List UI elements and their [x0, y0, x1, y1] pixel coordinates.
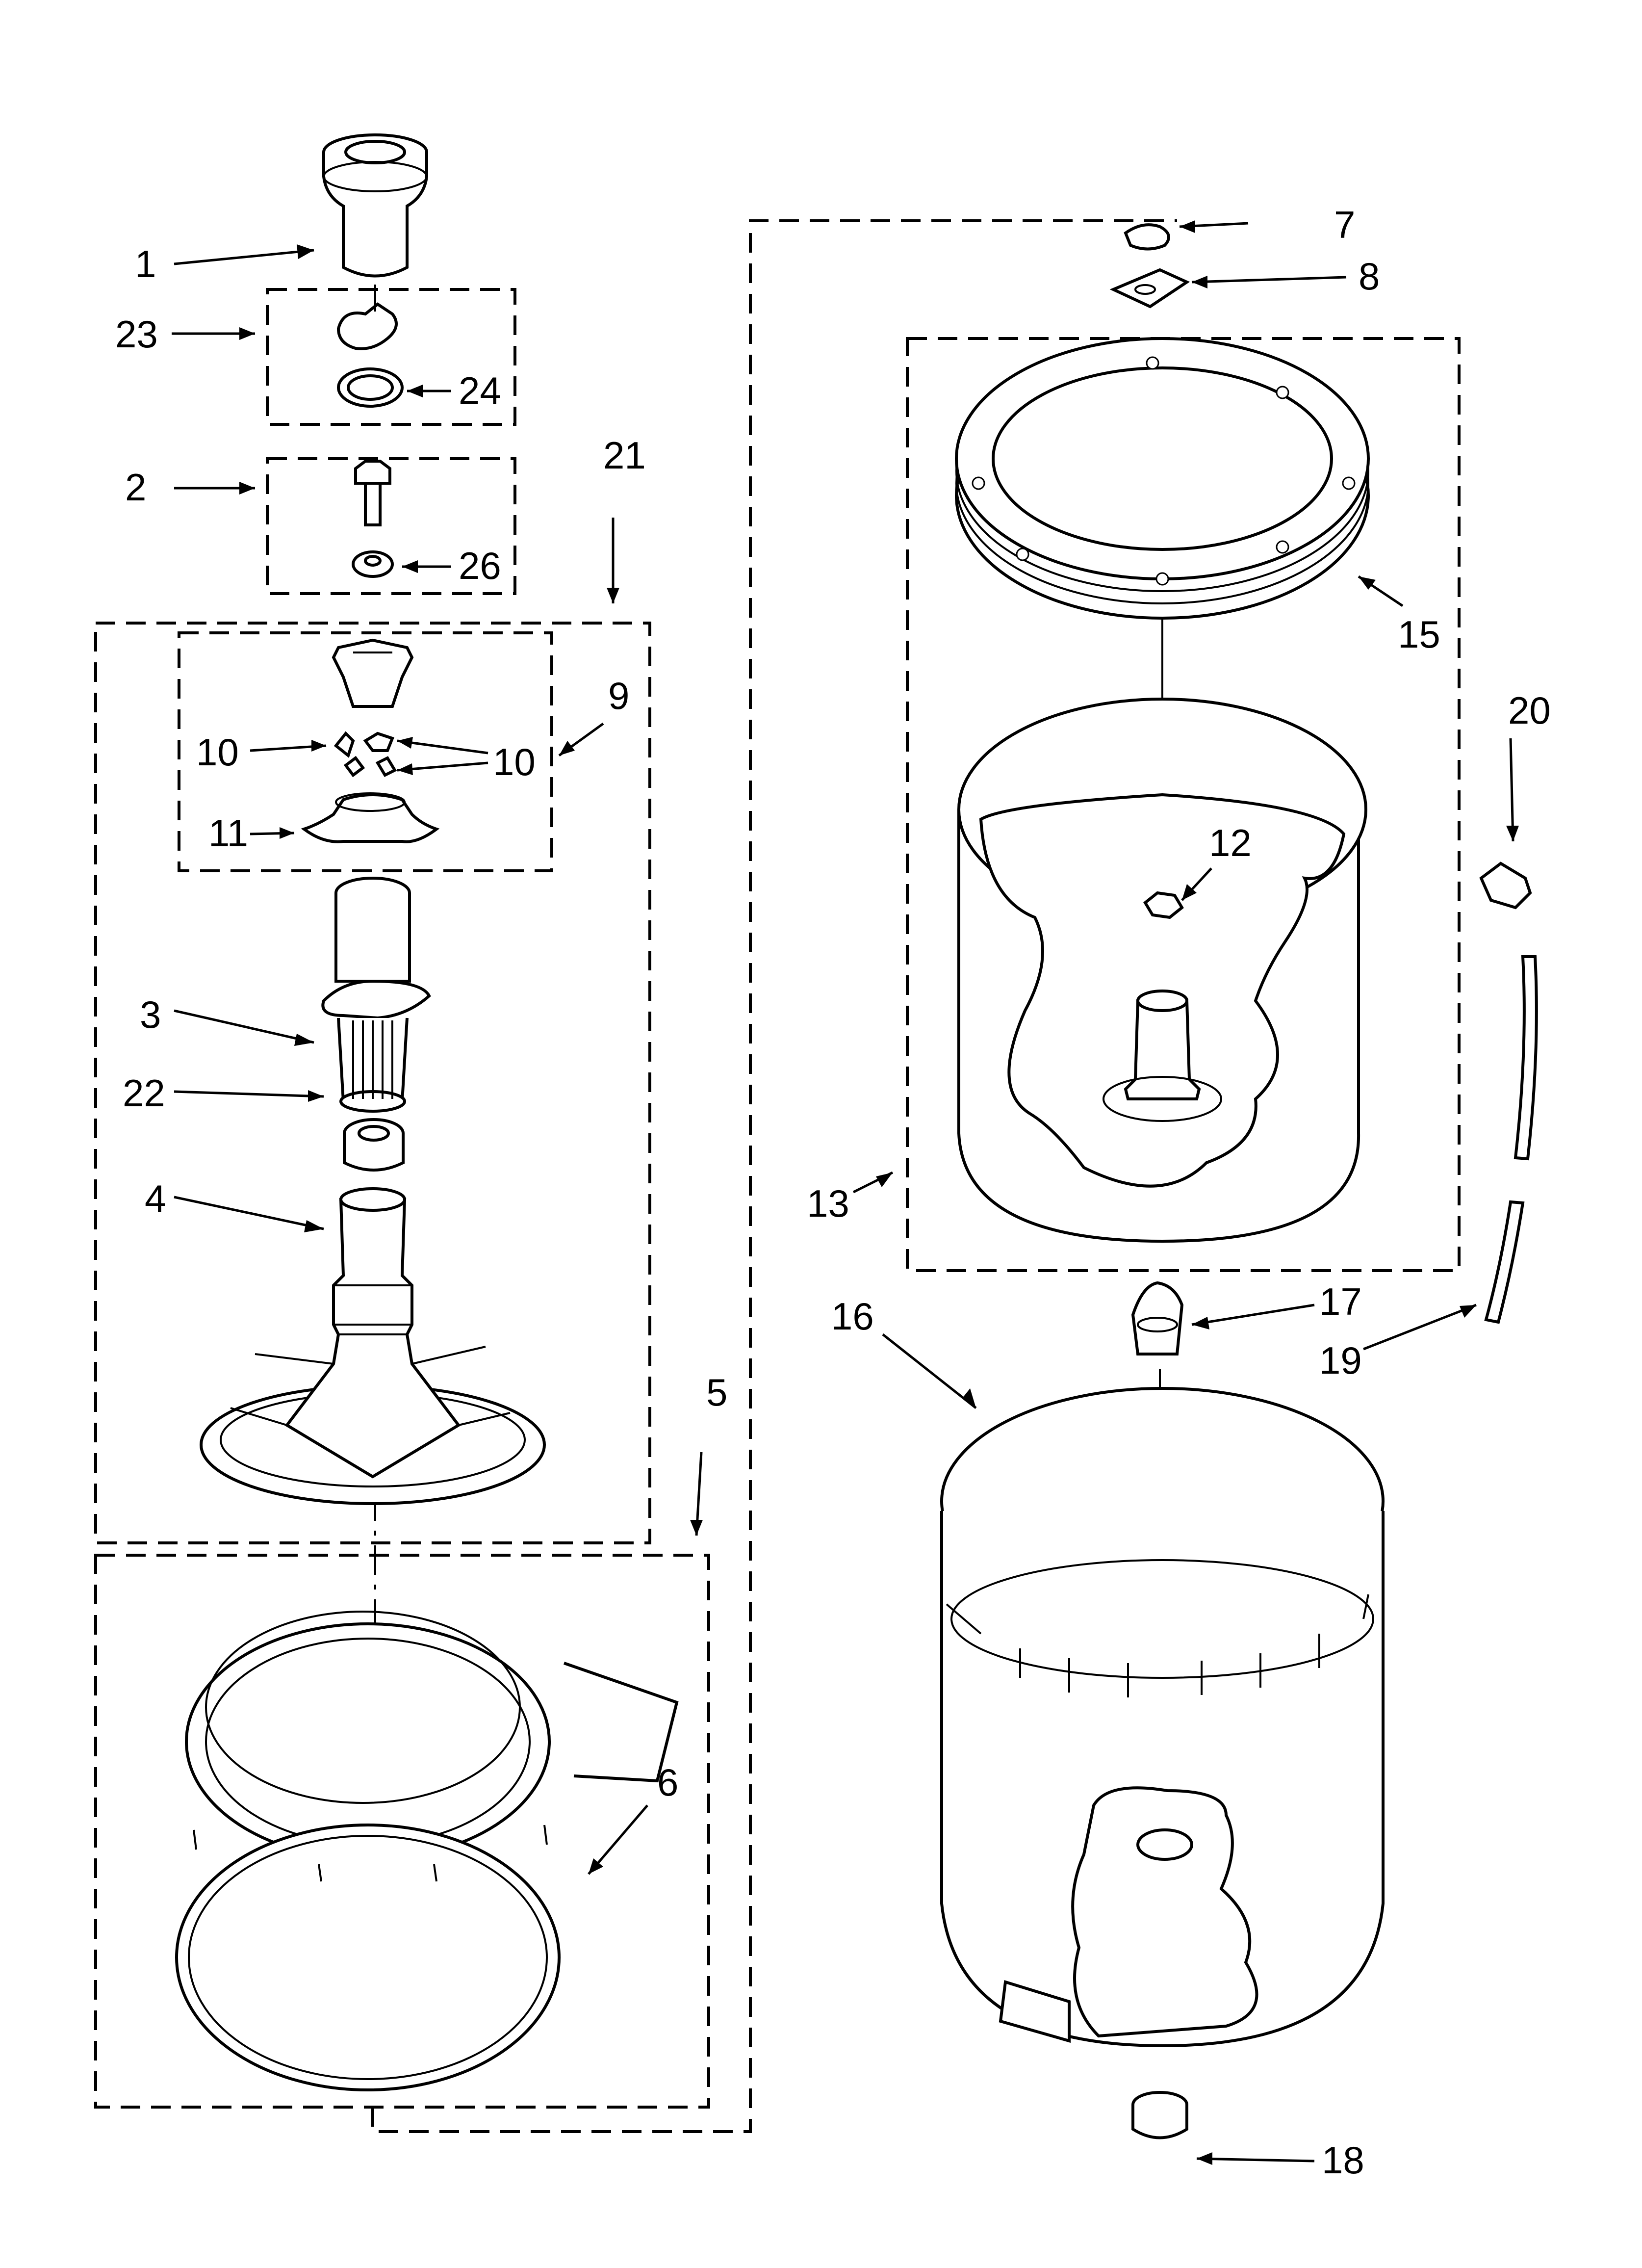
- callout-6: 6: [657, 1761, 678, 1804]
- callout-12: 12: [1209, 821, 1252, 864]
- part-15-balance-ring[interactable]: [955, 337, 1370, 620]
- part-17-connector[interactable]: [1131, 1281, 1184, 1356]
- part-1-cap-cup[interactable]: [322, 133, 428, 278]
- callout-10-right: 10: [493, 740, 536, 783]
- part-2-bolt[interactable]: [354, 460, 391, 526]
- part-6-tub-ring[interactable]: [175, 1611, 679, 2091]
- part-19-hose[interactable]: [1484, 955, 1538, 1324]
- group-frame-2: [266, 457, 516, 595]
- part-3-auger[interactable]: [321, 877, 431, 1113]
- callout-20: 20: [1508, 689, 1551, 732]
- part-22-ratchet[interactable]: [343, 1118, 405, 1172]
- part-4-agitator[interactable]: [200, 1187, 546, 1505]
- part-13-basket[interactable]: [957, 698, 1367, 1243]
- callout-8: 8: [1359, 255, 1380, 298]
- group-frame-9: [178, 631, 553, 872]
- callout-2: 2: [125, 466, 146, 509]
- callout-4: 4: [145, 1177, 166, 1220]
- part-26-washer[interactable]: [352, 550, 394, 578]
- callout-13: 13: [807, 1182, 849, 1225]
- connection-line: [371, 219, 1177, 2133]
- callout-24: 24: [459, 369, 501, 412]
- part-11-cam[interactable]: [301, 792, 440, 843]
- callout-1: 1: [135, 242, 156, 286]
- group-frame-21: [94, 622, 651, 1544]
- part-10-dog-right[interactable]: [363, 731, 397, 777]
- callout-7: 7: [1334, 203, 1355, 246]
- callout-10-left: 10: [196, 730, 239, 774]
- callout-21: 21: [603, 434, 646, 477]
- callout-22: 22: [123, 1071, 165, 1115]
- callout-11: 11: [208, 811, 248, 855]
- part-23-valve[interactable]: [336, 285, 398, 350]
- callout-19: 19: [1319, 1339, 1362, 1382]
- part-9-cap[interactable]: [332, 638, 414, 708]
- part-12-nut[interactable]: [1143, 891, 1184, 919]
- callout-3: 3: [140, 993, 161, 1036]
- part-24-o-ring[interactable]: [337, 367, 404, 408]
- callout-26: 26: [459, 544, 501, 587]
- part-7-clip[interactable]: [1124, 223, 1170, 251]
- callout-16: 16: [831, 1295, 874, 1338]
- callout-15: 15: [1398, 613, 1440, 656]
- part-10-dog-left[interactable]: [334, 731, 365, 778]
- part-16-outer-tub[interactable]: [940, 1387, 1385, 2048]
- callout-5: 5: [706, 1371, 727, 1414]
- part-8-bracket[interactable]: [1109, 268, 1190, 309]
- callout-18: 18: [1322, 2138, 1364, 2182]
- group-frame-23: [266, 288, 516, 426]
- group-frame-5: [94, 1554, 710, 2109]
- callout-9: 9: [608, 674, 629, 717]
- part-20-clamp[interactable]: [1479, 861, 1532, 910]
- arrowheads: [239, 220, 1519, 2165]
- callout-23: 23: [115, 313, 158, 356]
- callout-17: 17: [1319, 1280, 1362, 1323]
- part-18-plug[interactable]: [1131, 2091, 1188, 2139]
